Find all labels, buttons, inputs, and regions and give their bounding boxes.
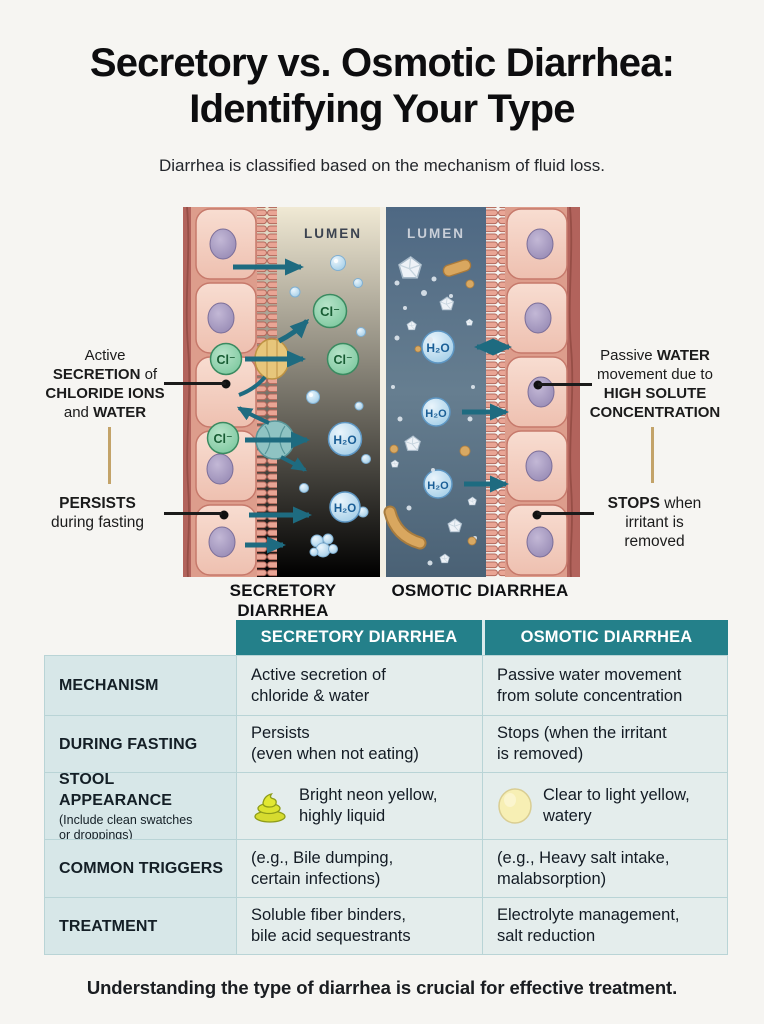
- row-label-mechanism: MECHANISM: [44, 655, 236, 715]
- cell-triggers-osmotic: (e.g., Heavy salt intake, malabsorption): [482, 839, 728, 897]
- egg-icon: [497, 787, 533, 825]
- svg-text:Cl⁻: Cl⁻: [333, 353, 352, 367]
- serosa-right: [566, 207, 580, 577]
- connector-line: [164, 512, 222, 515]
- cell-stool-osmotic: Clear to light yellow, watery: [482, 772, 728, 839]
- cell-mechanism-secretory: Active secretion of chloride & water: [236, 655, 482, 715]
- annotation-stops-irritant: STOPS when irritant is removed: [607, 495, 702, 550]
- row-label-stool-appearance: STOOL APPEARANCE (Include clean swatches…: [44, 771, 236, 842]
- water-droplets: [289, 255, 371, 518]
- annotation-divider-line: [651, 427, 654, 483]
- poop-icon: [251, 790, 289, 823]
- annotation-dots: [219, 379, 543, 520]
- svg-text:Cl⁻: Cl⁻: [213, 432, 232, 446]
- title-line-2: Identifying Your Type: [189, 87, 575, 131]
- brush-border-right: [486, 207, 507, 577]
- brush-border-left: [256, 207, 277, 577]
- row-label-during-fasting: DURING FASTING: [44, 715, 236, 772]
- caption-osmotic: OSMOTIC DIARRHEA: [391, 581, 569, 600]
- annotation-persists-fasting: PERSISTS during fasting: [50, 495, 145, 531]
- cell-fasting-osmotic: Stops (when the irritant is removed): [482, 715, 728, 772]
- title-line-1: Secretory vs. Osmotic Diarrhea:: [89, 41, 675, 85]
- intestine-diagram-svg: LUMEN LUMEN: [183, 207, 580, 577]
- row-label-treatment: TREATMENT: [44, 897, 236, 955]
- cell-mechanism-osmotic: Passive water movement from solute conce…: [482, 655, 728, 715]
- cell-treatment-osmotic: Electrolyte management, salt reduction: [482, 897, 728, 955]
- row-label-subnote: (Include clean swatches or droppings): [59, 813, 193, 842]
- svg-text:Cl⁻: Cl⁻: [216, 353, 235, 367]
- bacteria: [383, 259, 477, 550]
- lumen-label-left: LUMEN: [304, 226, 362, 241]
- footer-text: Understanding the type of diarrhea is cr…: [86, 977, 678, 998]
- caption-secretory: SECRETORY DIARRHEA: [229, 581, 337, 620]
- connector-line: [164, 382, 226, 385]
- cell-treatment-secretory: Soluble fiber binders, bile acid sequest…: [236, 897, 482, 955]
- chloride-ions: Cl⁻ Cl⁻ Cl⁻ Cl⁻: [206, 293, 360, 455]
- osmosis-arrows: [462, 338, 512, 493]
- page-title: Secretory vs. Osmotic Diarrhea: Identify…: [0, 40, 764, 132]
- osmotic-lumen: [386, 207, 486, 577]
- annotation-passive-water: Passive WATER movement due to HIGH SOLUT…: [589, 347, 721, 421]
- water-bubble-cluster: [309, 533, 338, 558]
- intestine-diagram: LUMEN LUMEN: [183, 207, 580, 577]
- connector-line: [538, 383, 592, 386]
- svg-text:H₂O: H₂O: [427, 480, 449, 492]
- svg-text:H₂O: H₂O: [425, 408, 447, 420]
- panel-divider: [380, 207, 386, 577]
- cell-fasting-secretory: Persists (even when not eating): [236, 715, 482, 772]
- page-subtitle: Diarrhea is classified based on the mech…: [159, 156, 605, 175]
- svg-text:H₂O: H₂O: [426, 341, 449, 355]
- svg-text:H₂O: H₂O: [333, 433, 356, 447]
- table-header-spacer: [44, 620, 236, 655]
- annotation-divider-line: [108, 427, 111, 484]
- comparison-table: SECRETORY DIARRHEA OSMOTIC DIARRHEA MECH…: [44, 620, 728, 955]
- lumen-label-right: LUMEN: [407, 226, 465, 241]
- secretion-arrows: [233, 258, 312, 554]
- table-header-osmotic: OSMOTIC DIARRHEA: [482, 620, 728, 655]
- nuclei-left: [206, 228, 237, 558]
- svg-text:Cl⁻: Cl⁻: [320, 304, 340, 319]
- epithelial-cells-right: [505, 207, 568, 577]
- svg-text:H₂O: H₂O: [334, 503, 356, 515]
- cell-stool-secretory: Bright neon yellow, highly liquid: [236, 772, 482, 839]
- annotation-text: Active: [84, 347, 126, 364]
- row-label-common-triggers: COMMON TRIGGERS: [44, 839, 236, 897]
- table-header-secretory: SECRETORY DIARRHEA: [236, 620, 482, 655]
- cell-triggers-secretory: (e.g., Bile dumping, certain infections): [236, 839, 482, 897]
- annotation-active-secretion: Active SECRETION of CHLORIDE IONS and WA…: [45, 347, 165, 421]
- connector-line: [537, 512, 594, 515]
